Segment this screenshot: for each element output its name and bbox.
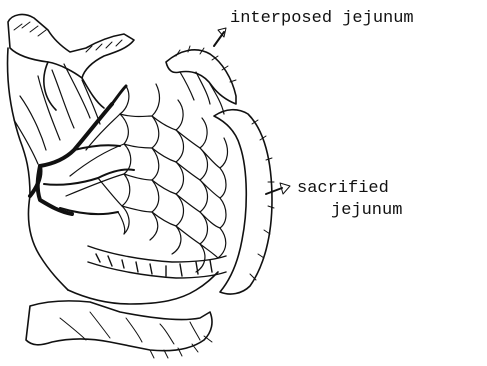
sacrified-label-line2: jejunum <box>331 202 402 220</box>
interposed-jejunum-segment <box>166 46 236 104</box>
bottom-bowel-loop <box>26 301 212 358</box>
sacrified-label-line1: sacrified <box>297 180 389 198</box>
upper-left-bowel-loop <box>8 15 134 78</box>
interposed-jejunum-label: interposed jejunum <box>230 10 414 28</box>
arrow-icon <box>266 183 290 194</box>
arrow-icon <box>214 28 226 46</box>
lower-mesentery <box>88 246 226 278</box>
